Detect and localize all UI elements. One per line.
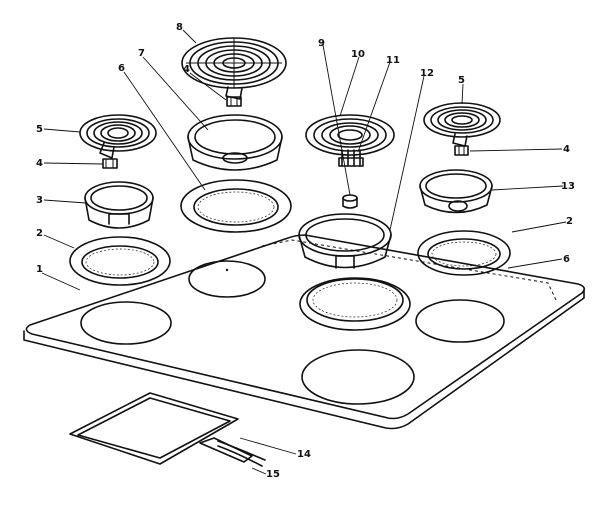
surface-element-right <box>423 102 501 147</box>
callout-10: 10 <box>351 49 365 60</box>
callout-4a: 4 <box>36 158 43 169</box>
callout-9: 9 <box>318 38 325 49</box>
callout-8: 8 <box>176 22 183 33</box>
trim-ring-large <box>180 179 292 233</box>
terminal-block-rear <box>226 96 242 107</box>
callout-14: 14 <box>297 449 311 460</box>
leader-lines <box>41 29 567 475</box>
callout-4b: 4 <box>183 64 190 75</box>
callout-5a: 5 <box>36 124 43 135</box>
callout-5b: 5 <box>458 75 465 86</box>
drip-tray-frame <box>69 392 253 465</box>
callout-13: 13 <box>561 181 575 192</box>
callout-4c: 4 <box>563 144 570 155</box>
callout-labels: 1 2 2 3 4 4 4 5 5 6 6 7 8 9 10 11 12 13 … <box>36 22 575 480</box>
trim-ring-right <box>417 230 511 276</box>
callout-3: 3 <box>36 195 43 206</box>
surface-element-large-rear <box>181 37 287 100</box>
callout-2a: 2 <box>36 228 43 239</box>
trim-ring-left <box>69 236 171 286</box>
callout-2b: 2 <box>566 216 573 227</box>
surface-element-left <box>79 114 157 159</box>
callout-7: 7 <box>138 48 145 59</box>
element-lead-wire <box>217 440 266 467</box>
callout-12: 12 <box>420 68 434 79</box>
drip-pan-right <box>419 169 493 214</box>
sensor-knob <box>342 194 358 209</box>
drip-pan-left <box>84 181 154 229</box>
terminal-block-left <box>102 158 118 169</box>
callout-15: 15 <box>266 469 280 480</box>
callout-11: 11 <box>386 55 400 66</box>
cooktop-panel <box>23 234 586 430</box>
surface-element-center <box>305 114 395 167</box>
callout-6b: 6 <box>563 254 570 265</box>
drip-pan-center <box>298 213 392 269</box>
callout-1: 1 <box>36 264 43 275</box>
drip-pan-large <box>187 114 283 171</box>
terminal-block-right <box>454 145 469 156</box>
callout-6a: 6 <box>118 63 125 74</box>
